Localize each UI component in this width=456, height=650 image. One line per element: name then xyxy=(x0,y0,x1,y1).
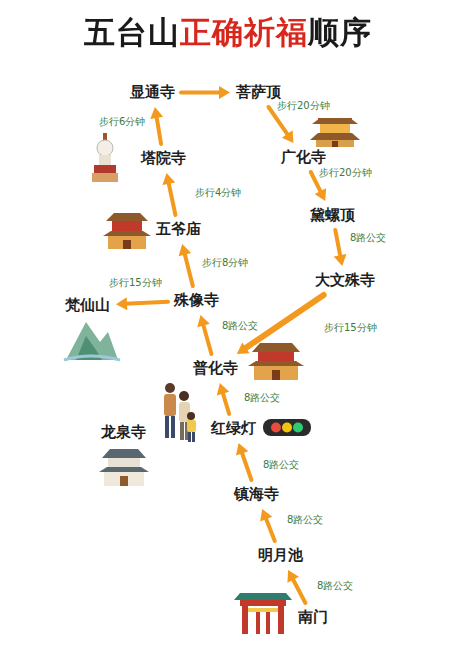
edge-label: 步行4分钟 xyxy=(193,187,243,199)
traffic-light-icon xyxy=(263,419,311,436)
arrow-line xyxy=(184,253,192,286)
place-name: 普化寺 xyxy=(193,359,238,378)
temple-icon xyxy=(310,118,360,147)
arrow-head xyxy=(237,342,250,354)
place-node: 普化寺 xyxy=(190,357,241,380)
place-node: 南门 xyxy=(295,606,331,629)
arrow-line xyxy=(168,182,175,215)
place-name: 明月池 xyxy=(258,546,303,565)
edge-label: 步行8分钟 xyxy=(200,257,250,269)
temple-icon xyxy=(103,213,151,249)
arrow-line xyxy=(203,324,211,354)
title-text: 五台山正确祈福顺序 xyxy=(84,14,372,50)
place-node: 镇海寺 xyxy=(231,483,282,506)
route-arrow xyxy=(217,383,229,414)
arrow-head xyxy=(287,570,299,583)
route-arrow xyxy=(116,297,168,310)
place-node: 五爷庙 xyxy=(153,218,204,241)
place-name: 大文殊寺 xyxy=(315,271,375,290)
route-arrow xyxy=(287,570,305,603)
pagoda-icon xyxy=(92,133,118,182)
arrow-head xyxy=(282,130,294,143)
place-node: 红绿灯 xyxy=(208,417,259,440)
arrow-line xyxy=(156,116,161,144)
route-arrow xyxy=(197,315,211,354)
place-node: 塔院寺 xyxy=(138,147,189,170)
place-name: 五爷庙 xyxy=(156,220,201,239)
arrow-head xyxy=(236,443,248,456)
route-arrow xyxy=(236,443,251,480)
edge-label: 步行15分钟 xyxy=(322,322,379,334)
arrow-head xyxy=(116,297,127,310)
route-arrow xyxy=(179,244,193,286)
route-arrow xyxy=(162,173,175,215)
route-arrow xyxy=(260,509,275,541)
place-node: 梵仙山 xyxy=(62,294,113,317)
arrow-head xyxy=(334,254,347,266)
place-name: 龙泉寺 xyxy=(101,423,146,442)
arrow-head xyxy=(197,315,210,327)
arrow-head xyxy=(217,383,229,395)
route-arrow xyxy=(334,230,347,266)
arrow-head xyxy=(315,188,327,201)
place-node: 大文殊寺 xyxy=(312,269,378,292)
place-node: 龙泉寺 xyxy=(98,421,149,444)
edge-label: 步行20分钟 xyxy=(275,100,332,112)
title: 五台山正确祈福顺序 xyxy=(0,12,456,54)
route-arrow xyxy=(181,86,230,99)
temple-icon xyxy=(99,449,149,486)
people-icon xyxy=(164,383,196,442)
arrow-line xyxy=(335,230,340,257)
arrow-head xyxy=(150,107,163,119)
arrow-line xyxy=(266,517,275,541)
place-node: 明月池 xyxy=(255,544,306,567)
place-node: 显通寺 xyxy=(127,81,178,104)
edge-label: 步行6分钟 xyxy=(97,116,147,128)
arrow-line xyxy=(181,91,221,95)
place-node: 黛螺顶 xyxy=(307,204,358,227)
edge-label: 8路公交 xyxy=(285,514,325,526)
place-name: 黛螺顶 xyxy=(310,206,355,225)
arrow-head xyxy=(260,509,272,522)
place-name: 红绿灯 xyxy=(211,419,256,438)
place-node: 殊像寺 xyxy=(171,289,222,312)
arrow-head xyxy=(219,86,230,99)
edge-label: 8路公交 xyxy=(261,459,301,471)
edge-label: 8路公交 xyxy=(242,392,282,404)
place-name: 镇海寺 xyxy=(234,485,279,504)
place-name: 广化寺 xyxy=(281,148,326,167)
place-node: 广化寺 xyxy=(278,146,329,169)
arrow-line xyxy=(125,302,168,304)
arrow-head xyxy=(162,173,175,185)
temple-icon xyxy=(248,343,304,380)
edge-label: 步行15分钟 xyxy=(107,277,164,289)
place-name: 南门 xyxy=(298,608,328,627)
arrow-line xyxy=(242,451,252,480)
place-name: 梵仙山 xyxy=(65,296,110,315)
arrow-line xyxy=(222,392,229,414)
arrow-line xyxy=(292,578,305,603)
place-name: 殊像寺 xyxy=(174,291,219,310)
place-name: 塔院寺 xyxy=(141,149,186,168)
route-arrow xyxy=(150,107,163,144)
place-name: 显通寺 xyxy=(130,83,175,102)
mountain-icon xyxy=(64,322,120,360)
edge-label: 8路公交 xyxy=(348,232,388,244)
edge-label: 8路公交 xyxy=(220,320,260,332)
edge-label: 8路公交 xyxy=(315,580,355,592)
arrow-head xyxy=(179,244,192,256)
route-arrow xyxy=(269,107,294,143)
gate-icon xyxy=(234,593,292,634)
edge-label: 步行20分钟 xyxy=(317,167,374,179)
